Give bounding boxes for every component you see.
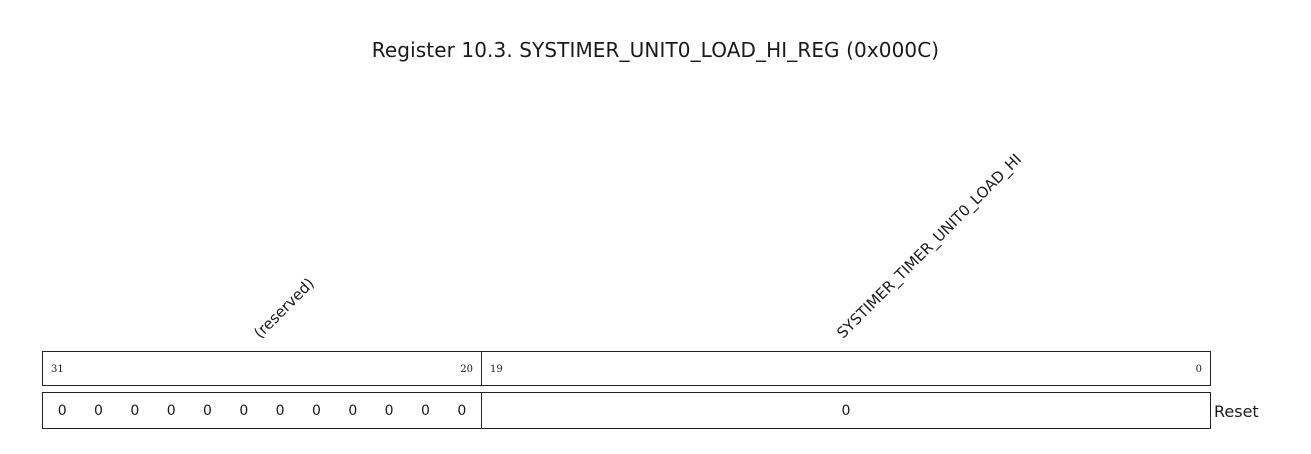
reset-row-label: Reset — [1214, 402, 1259, 421]
bit-number-row: 31 20 19 0 — [42, 351, 1211, 386]
reset-bit: 0 — [457, 402, 467, 419]
field-label-load-hi: SYSTIMER_TIMER_UNIT0_LOAD_HI — [833, 150, 1026, 342]
reset-values-reserved: 0 0 0 0 0 0 0 0 0 0 0 0 — [42, 392, 482, 429]
reset-bit: 0 — [94, 402, 103, 419]
reset-bit: 0 — [384, 402, 394, 419]
field-label-reserved: (reserved) — [250, 274, 318, 342]
reset-bit: 0 — [57, 402, 67, 419]
reset-bit: 0 — [420, 402, 430, 419]
reset-value-row: 0 0 0 0 0 0 0 0 0 0 0 0 0 — [42, 392, 1211, 429]
reset-bit: 0 — [166, 402, 176, 419]
reset-bit: 0 — [203, 402, 212, 419]
bit-cell-reserved: 31 20 — [42, 351, 482, 386]
reset-bit: 0 — [275, 402, 285, 419]
bit-low-reserved: 20 — [460, 364, 473, 375]
bit-cell-load-hi: 19 0 — [481, 351, 1211, 386]
reset-bit: 0 — [239, 402, 249, 419]
reset-cell-load-hi — [481, 392, 1211, 429]
reset-value-load-hi: 0 — [841, 402, 851, 419]
register-title: Register 10.3. SYSTIMER_UNIT0_LOAD_HI_RE… — [371, 38, 940, 62]
bit-low-load-hi: 0 — [1195, 364, 1202, 375]
bit-high-reserved: 31 — [51, 364, 64, 375]
reset-bit: 0 — [130, 402, 140, 419]
reset-bit: 0 — [348, 402, 358, 419]
bit-high-load-hi: 19 — [490, 364, 503, 375]
reset-bit: 0 — [312, 402, 321, 419]
